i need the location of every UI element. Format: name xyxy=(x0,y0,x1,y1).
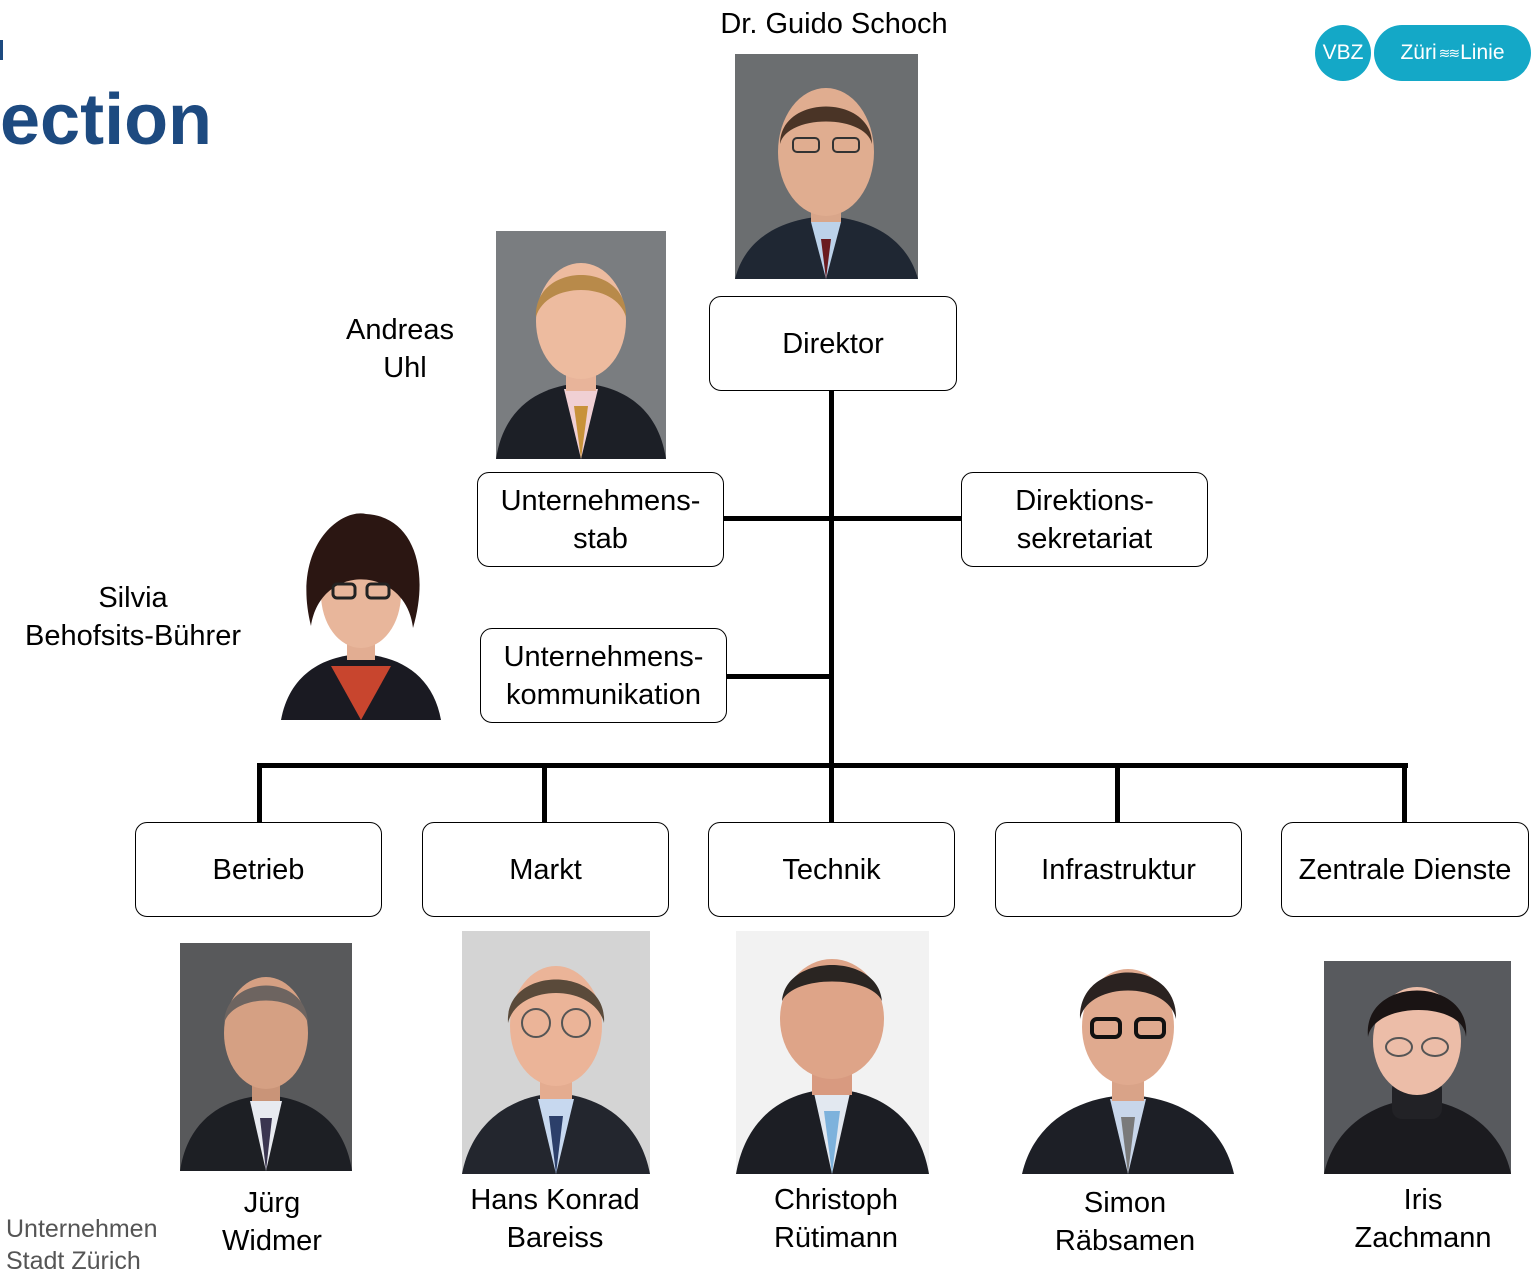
person-photo-icon xyxy=(735,54,918,279)
division-name-ruetimann: Christoph Rütimann xyxy=(736,1181,936,1257)
division-name-raebsamen: Simon Räbsamen xyxy=(1025,1184,1225,1260)
name-line: Hans Konrad xyxy=(470,1184,640,1216)
division-drop-line xyxy=(542,763,547,823)
person-photo-icon xyxy=(496,231,666,459)
page-title: ection xyxy=(0,80,213,160)
box-label-line: Unternehmens- xyxy=(503,640,704,673)
division-drop-line xyxy=(1115,763,1120,823)
division-drop-line xyxy=(257,763,262,825)
person-photo-icon xyxy=(462,931,650,1174)
main-trunk-line xyxy=(829,389,834,822)
box-label: Technik xyxy=(782,853,881,886)
footer-org-text: Unternehmen Stadt Zürich xyxy=(6,1213,157,1277)
box-label-line: Direktions- xyxy=(1015,484,1154,517)
person-photo-icon xyxy=(736,931,929,1174)
box-label-line: Unternehmens- xyxy=(500,484,701,517)
person-photo-icon xyxy=(281,506,441,720)
name-line: Räbsamen xyxy=(1054,1225,1196,1257)
box-betrieb: Betrieb xyxy=(135,822,382,917)
box-label-line: kommunikation xyxy=(505,678,702,711)
staff-name-behofsits: Silvia Behofsits-Bührer xyxy=(8,579,258,655)
box-infrastruktur: Infrastruktur xyxy=(995,822,1242,917)
name-line: Jürg xyxy=(243,1187,301,1219)
director-name: Dr. Guido Schoch xyxy=(720,8,948,40)
box-zentrale-dienste: Zentrale Dienste xyxy=(1281,822,1529,917)
box-markt: Markt xyxy=(422,822,669,917)
division-drop-line xyxy=(1402,763,1407,823)
staff-name-uhl: Andreas Uhl xyxy=(320,311,480,387)
box-direktor-label: Direktor xyxy=(782,327,884,360)
footer-line: Unternehmen xyxy=(6,1215,158,1243)
name-line: Silvia xyxy=(98,582,168,614)
name-line: Widmer xyxy=(222,1225,322,1257)
name-line: Rütimann xyxy=(773,1222,899,1254)
person-photo-icon xyxy=(180,943,352,1171)
box-label-line: stab xyxy=(573,522,628,555)
box-technik: Technik xyxy=(708,822,955,917)
division-name-zachmann: Iris Zachmann xyxy=(1323,1181,1523,1257)
communication-connector-line xyxy=(725,674,831,679)
box-unternehmensstab: Unternehmens- stab xyxy=(477,472,724,567)
staff-connector-line xyxy=(722,516,963,521)
name-line: Iris xyxy=(1403,1184,1443,1216)
name-line: Simon xyxy=(1083,1187,1167,1219)
name-line: Andreas xyxy=(345,314,454,346)
person-photo-icon xyxy=(1022,947,1234,1174)
zurilinie-logo: Züri ≋≋ Linie xyxy=(1374,25,1531,81)
box-label: Markt xyxy=(509,853,582,886)
box-label: Infrastruktur xyxy=(1041,853,1196,886)
zurich-wave-icon: ≋≋ xyxy=(1438,44,1461,61)
name-line: Zachmann xyxy=(1354,1222,1492,1254)
box-label: Betrieb xyxy=(212,853,305,886)
division-name-bareiss: Hans Konrad Bareiss xyxy=(445,1181,665,1257)
person-photo-icon xyxy=(1324,961,1511,1174)
name-line: Uhl xyxy=(383,352,427,384)
box-direktionssekretariat: Direktions- sekretariat xyxy=(961,472,1208,567)
zurilinie-logo-text-b: Linie xyxy=(1460,41,1505,64)
vbz-logo-text: VBZ xyxy=(1322,41,1364,64)
box-unternehmenskommunikation: Unternehmens- kommunikation xyxy=(480,628,727,723)
division-name-widmer: Jürg Widmer xyxy=(172,1184,372,1260)
footer-line: Stadt Zürich xyxy=(6,1247,141,1275)
box-direktor: Direktor xyxy=(709,296,957,391)
box-label-line: sekretariat xyxy=(1016,522,1153,555)
division-bus-line xyxy=(257,763,1408,768)
zurilinie-logo-text-a: Züri xyxy=(1400,41,1437,64)
name-line: Bareiss xyxy=(506,1222,604,1254)
vbz-logo: VBZ xyxy=(1315,25,1371,81)
name-line: Behofsits-Bührer xyxy=(25,620,241,652)
name-line: Christoph xyxy=(773,1184,899,1216)
box-label: Zentrale Dienste xyxy=(1298,853,1512,886)
title-accent-bar xyxy=(0,40,3,60)
